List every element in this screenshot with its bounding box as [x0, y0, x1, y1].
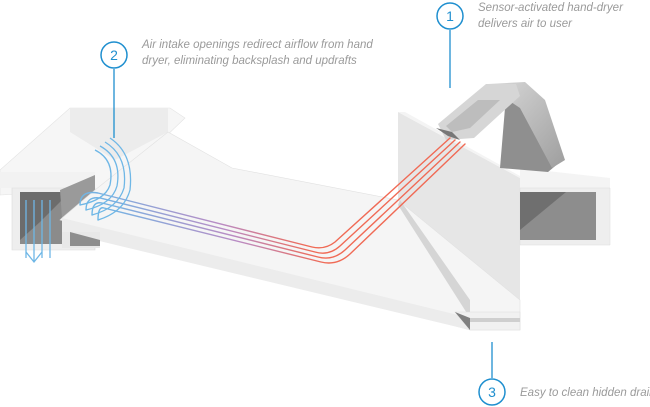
- counter-slab: [59, 131, 521, 331]
- callout-1: 1 Sensor-activated hand-dryer delivers a…: [436, 2, 624, 88]
- callout-2-badge: [100, 41, 128, 69]
- callout-1-text-line2: delivers air to user: [478, 18, 573, 30]
- callout-2-number: 2: [110, 47, 118, 63]
- callout-2-text-line1: Air intake openings redirect airflow fro…: [141, 39, 373, 51]
- intake-arrows: [25, 137, 132, 264]
- callout-2: 2 Air intake openings redirect airflow f…: [100, 39, 373, 138]
- callout-1-number: 1: [446, 8, 454, 24]
- callout-3: 3 Easy to clean hidden drain: [478, 342, 650, 406]
- callout-1-badge: [436, 2, 464, 30]
- callout-3-badge: [478, 378, 506, 406]
- airflow-line: [79, 137, 451, 249]
- callout-1-text-line1: Sensor-activated hand-dryer: [478, 2, 624, 14]
- callout-3-text: Easy to clean hidden drain: [520, 387, 650, 399]
- hand-dryer: [436, 82, 565, 172]
- callout-3-number: 3: [488, 384, 496, 400]
- hidden-drain: [454, 311, 521, 331]
- callout-2-text-line2: dryer, eliminating backsplash and updraf…: [142, 55, 357, 67]
- right-ledge: [519, 168, 611, 246]
